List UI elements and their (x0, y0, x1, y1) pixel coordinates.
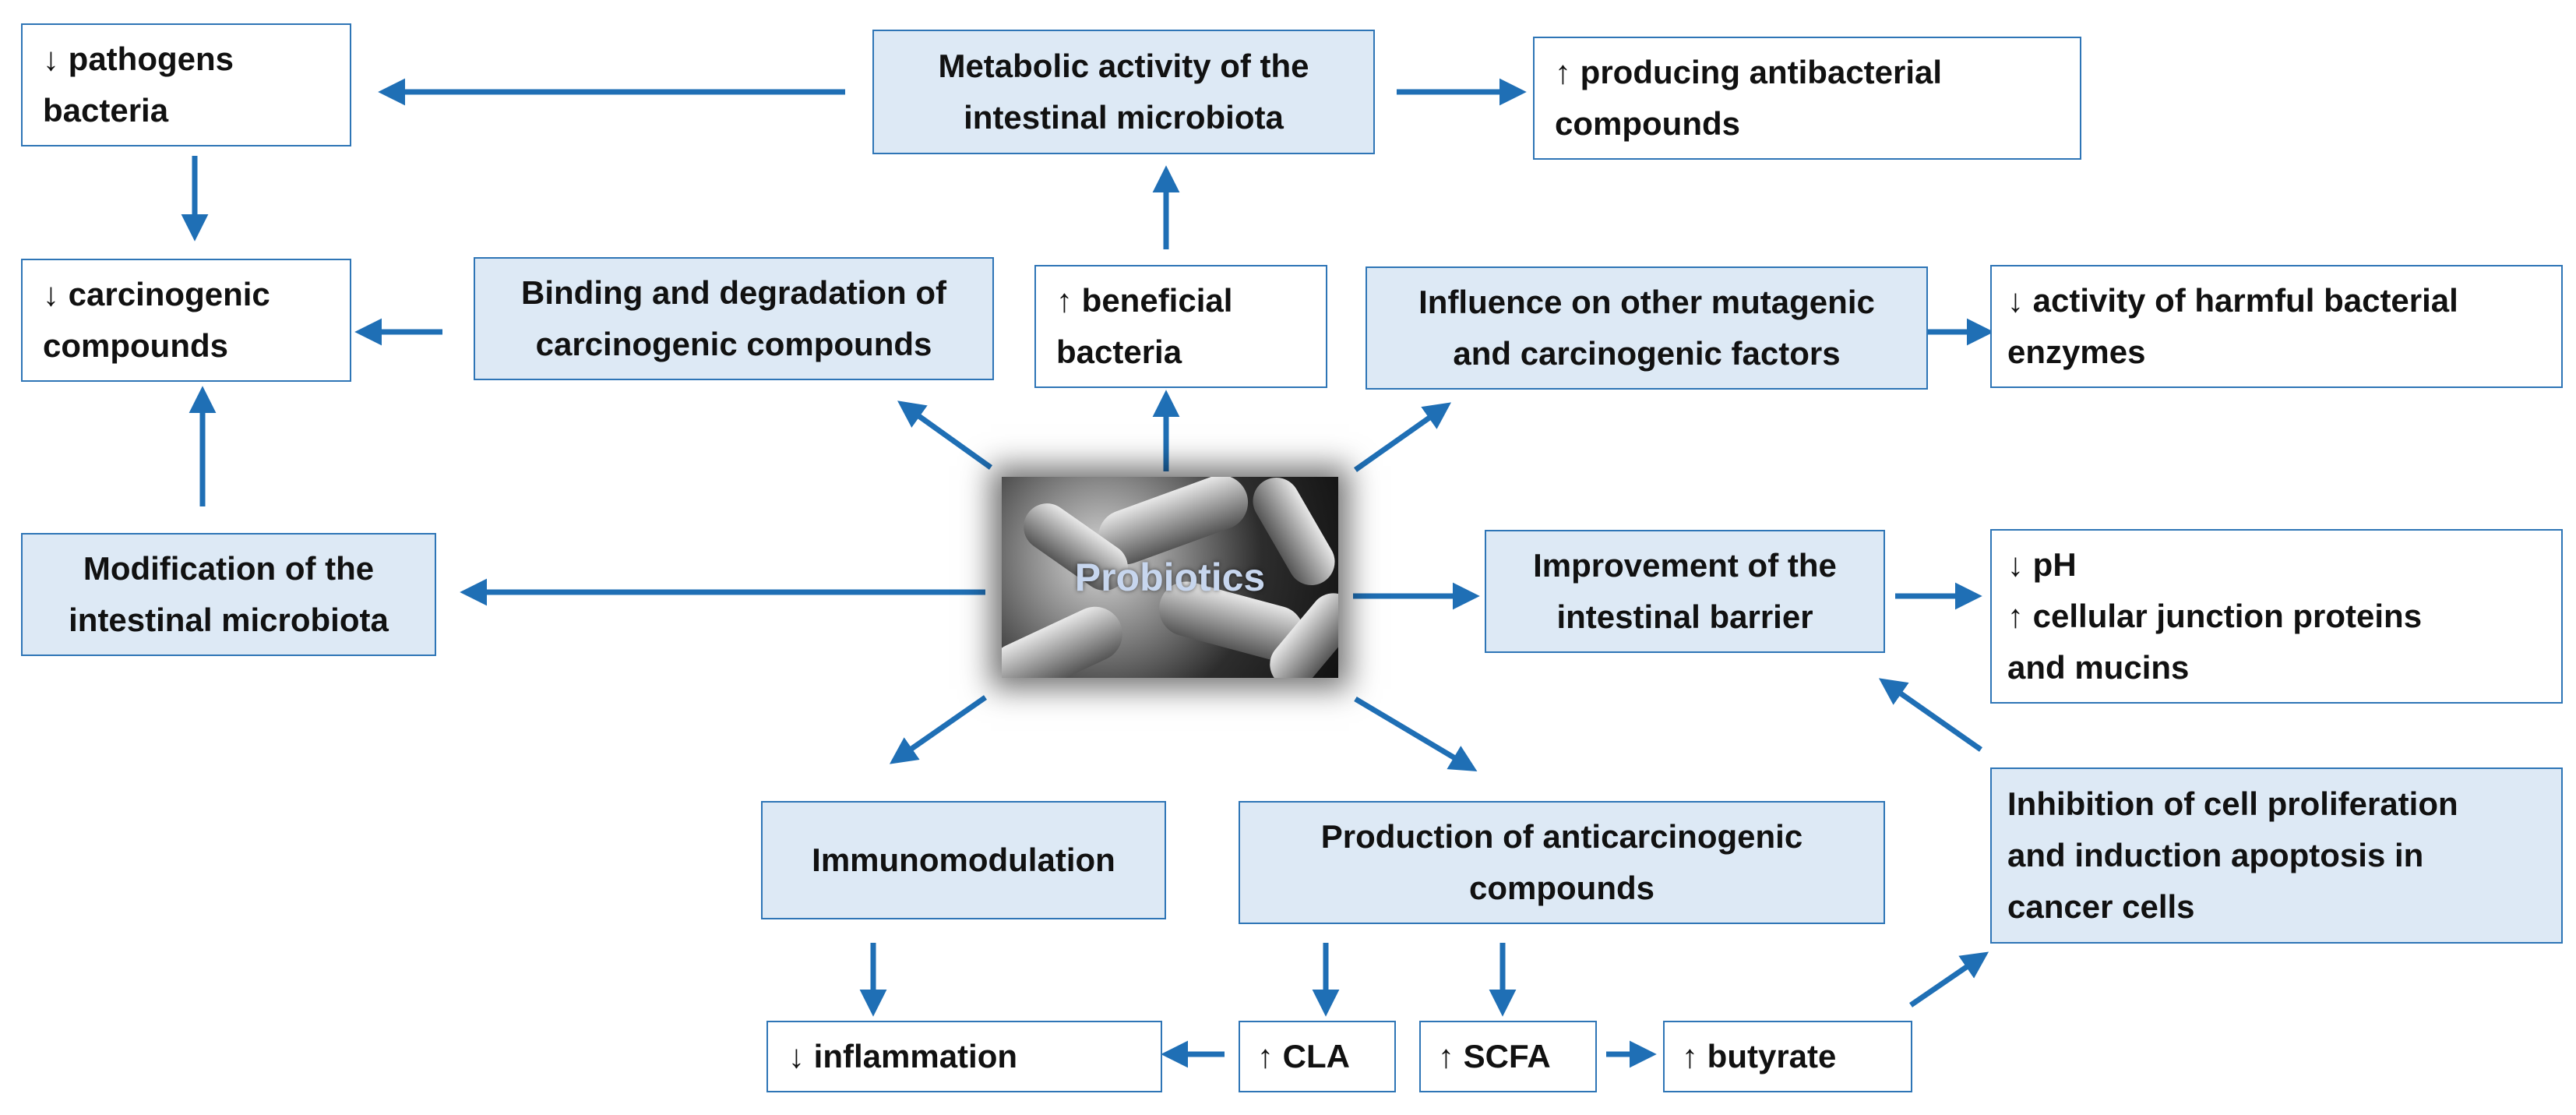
arrow-probiotics-to-influence (1353, 402, 1452, 472)
anticarcinogenic-compounds-text: Production of anticarcinogenic compounds (1320, 818, 1803, 906)
cla-box: ↑ CLA (1239, 1021, 1396, 1092)
apoptosis-box: Inhibition of cell proliferation and ind… (1990, 767, 2563, 944)
binding-degradation-text: Binding and degradation of carcinogenic … (521, 274, 946, 362)
inflammation-box: ↓ inflammation (766, 1021, 1162, 1092)
butyrate-box: ↑ butyrate (1663, 1021, 1912, 1092)
beneficial-bacteria-box: ↑ beneficial bacteria (1034, 265, 1327, 388)
arrow-probiotics-to-binding (897, 400, 993, 470)
probiotics-bacteria-image: Probiotics (1002, 477, 1338, 678)
butyrate-text: ↑ butyrate (1682, 1038, 1837, 1074)
arrow-probiotics-to-anticarcinogenic (1354, 696, 1478, 772)
arrow-probiotics-to-immunomodulation (889, 695, 987, 764)
influence-factors-box: Influence on other mutagenic and carcino… (1366, 266, 1928, 390)
probiotics-label: Probiotics (1074, 556, 1266, 599)
binding-degradation-box: Binding and degradation of carcinogenic … (474, 257, 994, 380)
immunomodulation-box: Immunomodulation (761, 801, 1166, 919)
intestinal-barrier-text: Improvement of the intestinal barrier (1533, 547, 1837, 635)
antibacterial-compounds-text: ↑ producing antibacterial compounds (1555, 54, 1943, 142)
beneficial-bacteria-text: ↑ beneficial bacteria (1056, 282, 1233, 370)
pathogens-bacteria-text: ↓ pathogens bacteria (43, 41, 234, 129)
pathogens-bacteria-box: ↓ pathogens bacteria (21, 23, 351, 146)
arrow-butyrate-to-apoptosis (1909, 951, 1989, 1007)
scfa-text: ↑ SCFA (1438, 1038, 1551, 1074)
ph-junction-text: ↓ pH ↑ cellular junction proteins and mu… (2007, 546, 2423, 686)
immunomodulation-text: Immunomodulation (812, 842, 1115, 878)
antibacterial-compounds-box: ↑ producing antibacterial compounds (1533, 37, 2081, 160)
carcinogenic-compounds-text: ↓ carcinogenic compounds (43, 276, 270, 364)
harmful-enzymes-text: ↓ activity of harmful bacterial enzymes (2007, 282, 2458, 370)
intestinal-barrier-box: Improvement of the intestinal barrier (1485, 530, 1885, 653)
inflammation-text: ↓ inflammation (788, 1038, 1018, 1074)
harmful-enzymes-box: ↓ activity of harmful bacterial enzymes (1990, 265, 2563, 388)
modification-microbiota-text: Modification of the intestinal microbiot… (69, 550, 389, 638)
scfa-box: ↑ SCFA (1419, 1021, 1597, 1092)
arrow-apoptosis-to-barrier (1878, 678, 1983, 752)
anticarcinogenic-compounds-box: Production of anticarcinogenic compounds (1239, 801, 1885, 924)
metabolic-activity-text: Metabolic activity of the intestinal mic… (938, 48, 1309, 136)
apoptosis-text: Inhibition of cell proliferation and ind… (2007, 785, 2458, 925)
modification-microbiota-box: Modification of the intestinal microbiot… (21, 533, 436, 656)
metabolic-activity-box: Metabolic activity of the intestinal mic… (872, 30, 1375, 154)
carcinogenic-compounds-box: ↓ carcinogenic compounds (21, 259, 351, 382)
cla-text: ↑ CLA (1257, 1038, 1350, 1074)
ph-junction-box: ↓ pH ↑ cellular junction proteins and mu… (1990, 529, 2563, 704)
influence-factors-text: Influence on other mutagenic and carcino… (1418, 284, 1875, 372)
